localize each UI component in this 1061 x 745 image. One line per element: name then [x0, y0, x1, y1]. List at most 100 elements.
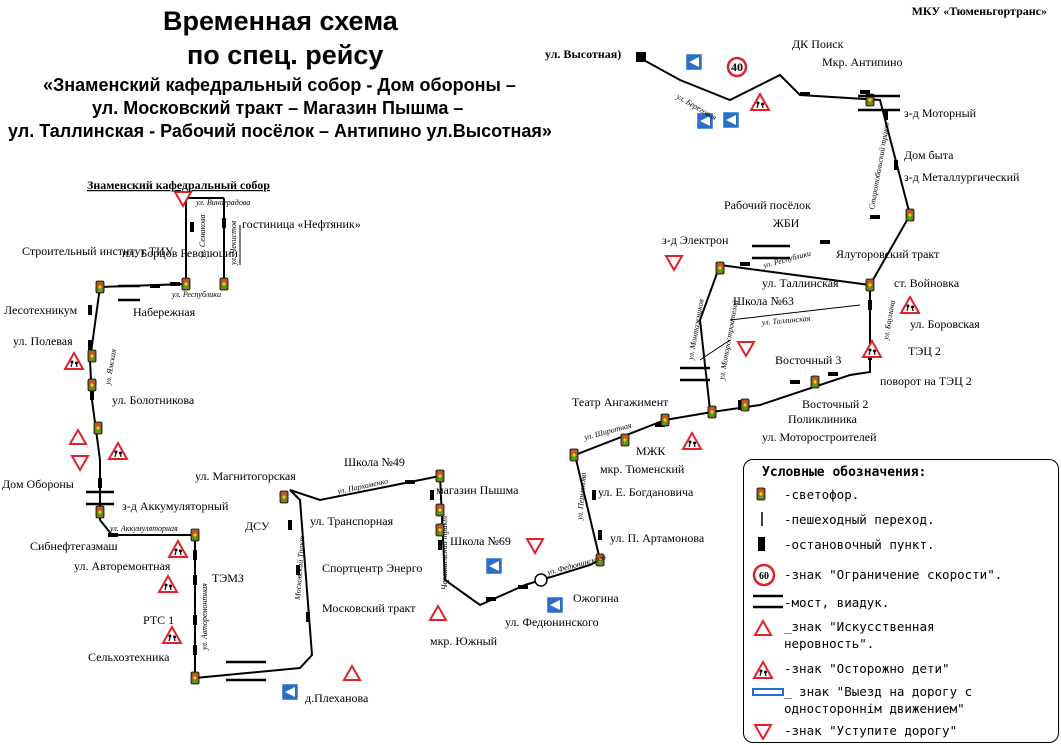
- stop-plekhanova: д.Плеханова: [305, 691, 369, 705]
- stop-sibneft: Сибнефтегазмаш: [30, 539, 118, 553]
- stop-polevaya: ул. Полевая: [13, 334, 73, 348]
- bridge-icon: [753, 594, 783, 609]
- route-side-streets: [239, 225, 861, 361]
- legend-row-speed: 60 -знак "Ограничение скорости".: [752, 563, 1002, 590]
- stop-moskovsky: Московский тракт: [322, 601, 416, 615]
- stop-dsu: ДСУ: [245, 519, 270, 533]
- stop-shkola63: Школа №63: [733, 294, 794, 308]
- stop-elektron: з-д Электрон: [662, 233, 729, 247]
- legend-title: Условные обозначения:: [762, 465, 927, 480]
- route-line-3: ул. Таллинская - Рабочий посёлок – Антип…: [8, 121, 552, 141]
- speed-limit-icon: 60: [752, 563, 776, 587]
- stop-selkhoz: Сельхозтехника: [88, 650, 170, 664]
- stop-sportcentr: Спортцентр Энерго: [322, 561, 422, 575]
- road-signs: 40: [64, 53, 920, 701]
- legend-row-crossing: -пешеходный переход.: [752, 511, 935, 530]
- stop-lesotekhnikum: Лесотехникум: [4, 303, 78, 317]
- stop-temz: ТЭМЗ: [212, 571, 244, 585]
- stop-antipino: Мкр. Антипино: [822, 55, 903, 69]
- stop-poliklinika: Поликлиника: [788, 412, 858, 426]
- legend-stop: -остановочный пункт.: [784, 537, 935, 552]
- stop-tyumensky: мкр. Тюменский: [600, 462, 685, 476]
- route-line: [88, 57, 912, 680]
- street-permyakova: ул. Пермякова: [575, 472, 588, 521]
- street-beregovaya: ул. Береговая: [674, 91, 718, 122]
- street-avtoremontnaya: ул. Авторемонтная: [200, 583, 209, 651]
- street-vinogradova: ул. Виноградова: [195, 198, 250, 207]
- stop-voinovka: ст. Войновка: [894, 276, 960, 290]
- street-baumana: ул. Баумана: [881, 300, 897, 342]
- legend-row-bump: _знак "Искусственная неровность".: [752, 618, 935, 652]
- stop-vostochny3: Восточный 3: [775, 353, 841, 367]
- street-motorostroitelei: ул. Моторостроителей: [717, 299, 740, 381]
- stop-ozhogina: Ожогина: [573, 591, 619, 605]
- street-chekistov: ул. Чекистов: [229, 220, 238, 266]
- stop-dom-byta: Дом быта: [904, 148, 954, 162]
- stop-rabochy: Рабочий посёлок: [724, 198, 811, 212]
- street-parkhomenko: ул. Пархоменко: [336, 476, 389, 496]
- street-respubliki-2: ул. Республики: [761, 249, 812, 271]
- legend-bump-2: неровность".: [784, 636, 875, 651]
- stop-akkum: з-д Аккумуляторный: [122, 499, 229, 513]
- stop-motorostroitelei: ул. Моторостроителей: [762, 430, 877, 444]
- street-yamskaya: ул. Ямская: [103, 348, 118, 386]
- legend-bump-1: _знак "Искусственная: [784, 619, 935, 634]
- stop-motorny: з-д Моторный: [904, 106, 977, 120]
- pedestrian-crossing-icon: [761, 512, 763, 526]
- stop-vysotnaya: ул. Высотная): [545, 47, 621, 61]
- stop-zhbi: ЖБИ: [773, 216, 800, 230]
- route-line-2: ул. Московский тракт – Магазин Пышма –: [92, 98, 464, 118]
- stop-avtorem: ул. Авторемонтная: [74, 559, 171, 573]
- street-akkumulyatornaya: ул. Аккумуляторная: [109, 524, 178, 533]
- stop-dk-poisk: ДК Поиск: [792, 37, 844, 51]
- legend: Условные обозначения: -светофор. -пешехо…: [743, 459, 1059, 743]
- stop-tets2: ТЭЦ 2: [908, 344, 941, 358]
- stop-mzhk: МЖК: [636, 444, 666, 458]
- yield-sign-icon: [754, 724, 772, 740]
- stop-borovskaya: ул. Боровская: [910, 317, 980, 331]
- legend-crossing: -пешеходный переход.: [784, 512, 935, 527]
- stop-shkola69: Школа №69: [450, 534, 511, 548]
- legend-children: -знак "Осторожно дети": [784, 661, 950, 676]
- legend-traffic-light: -светофор.: [784, 487, 860, 502]
- street-starotobolsky: Старотобольский тракт: [867, 122, 891, 211]
- children-sign-icon: [753, 661, 773, 679]
- stop-bolotnikova: ул. Болотникова: [112, 393, 195, 407]
- title-line-2: по спец. рейсу: [187, 40, 384, 70]
- legend-bridge: -мост, виадук.: [784, 595, 890, 610]
- stop-dom-oborony: Дом Обороны: [2, 477, 74, 491]
- stop-borcov: пл. Борцов Революции: [122, 246, 238, 260]
- stop-povorot-tets2: поворот на ТЭЦ 2: [880, 374, 972, 388]
- bump-sign-icon: [754, 620, 772, 636]
- street-tallinskaya: ул. Таллинская: [760, 314, 811, 327]
- legend-oneway-1: _ знак "Выезд на дорогу с: [784, 684, 973, 699]
- bridges: [86, 94, 900, 682]
- legend-row-traffic-light: -светофор.: [752, 486, 859, 505]
- title-line-1: Временная схема: [163, 6, 398, 36]
- legend-row-bridge: -мост, виадук.: [752, 593, 889, 614]
- stop-shkola49: Школа №49: [344, 455, 405, 469]
- street-semakova: ул. Семакова: [198, 214, 207, 259]
- stop-magnitogorskaya: ул. Магнитогорская: [195, 469, 296, 483]
- street-respubliki: ул. Республики: [171, 290, 221, 299]
- oneway-sign-icon: [752, 688, 784, 696]
- stop-tallinskaya: ул. Таллинская: [762, 276, 839, 290]
- speed-limit-icon-value: 60: [759, 571, 769, 582]
- bus-stop-icon: [758, 537, 765, 551]
- stop-yalutorovsky: Ялуторовский тракт: [836, 247, 940, 261]
- legend-yield: -знак "Уступите дорогу": [784, 723, 958, 738]
- legend-row-yield: -знак "Уступите дорогу": [752, 722, 957, 743]
- legend-row-stop: -остановочный пункт.: [752, 536, 935, 555]
- route-line-1: «Знаменский кафедральный собор - Дом обо…: [43, 75, 516, 95]
- stop-artamonova: ул. П. Артамонова: [610, 531, 705, 545]
- stop-znamensky: Знаменский кафедральный собор: [87, 178, 270, 192]
- legend-oneway-2: одностороннім движением": [784, 701, 965, 716]
- stop-rts: РТС 1: [143, 613, 174, 627]
- organization: МКУ «Тюменьгортранс»: [911, 4, 1047, 18]
- legend-row-oneway: _ знак "Выезд на дорогу с одностороннім д…: [752, 683, 972, 717]
- traffic-light-icon: [756, 487, 766, 501]
- street-chervishevsky: Червишевский тракт: [440, 516, 449, 590]
- legend-row-children: -знак "Осторожно дети": [752, 660, 950, 683]
